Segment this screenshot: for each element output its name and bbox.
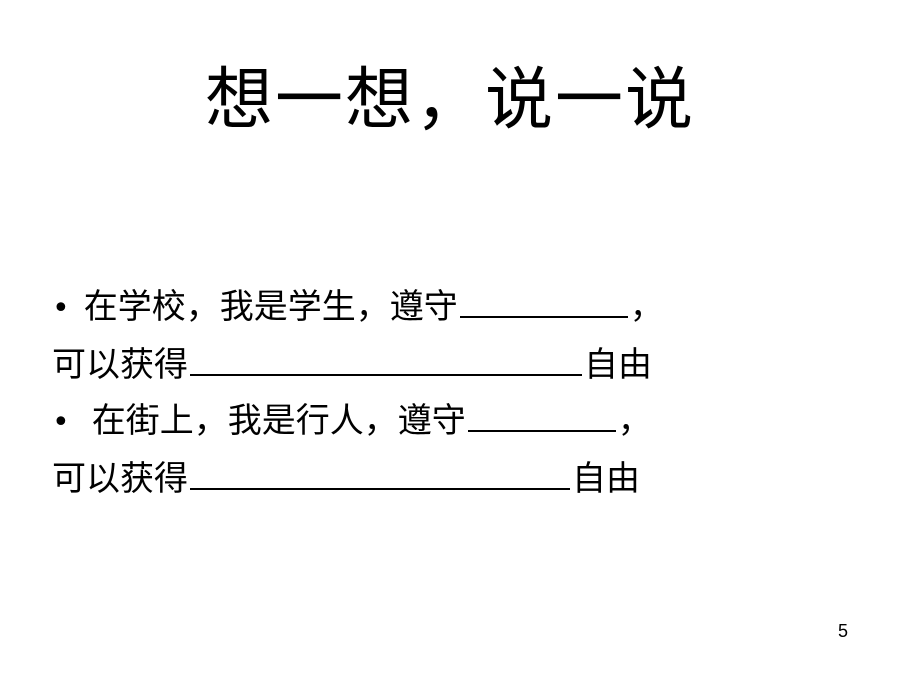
street-freedom-text: 可以获得 [52, 459, 188, 499]
rule-answer-blank [459, 278, 628, 318]
bullet-point: • [52, 405, 70, 440]
slide-title: 想一想，说一说 [204, 61, 695, 140]
rule-answer-blank [467, 392, 616, 432]
school-rule-line: • 在学校，我是学生，遵守 ， [52, 278, 664, 333]
school-freedom-line: 可以获得 自由 [52, 336, 652, 389]
freedom-answer-blank [190, 450, 570, 490]
street-rule-text: 在街上，我是行人，遵守 [91, 401, 466, 441]
school-freedom-text: 可以获得 [52, 345, 188, 385]
comma-text: ， [617, 401, 652, 441]
freedom-suffix-text: 自由 [584, 345, 652, 385]
comma-text: ， [629, 287, 664, 327]
bullet-point: • [52, 291, 70, 326]
freedom-suffix-text: 自由 [572, 459, 640, 499]
school-rule-text: 在学校，我是学生，遵守 [83, 287, 458, 327]
street-freedom-line: 可以获得 自由 [52, 450, 640, 503]
freedom-answer-blank [190, 336, 582, 376]
page-number: 5 [837, 621, 848, 641]
street-rule-line: • 在街上，我是行人，遵守 ， [52, 392, 652, 447]
